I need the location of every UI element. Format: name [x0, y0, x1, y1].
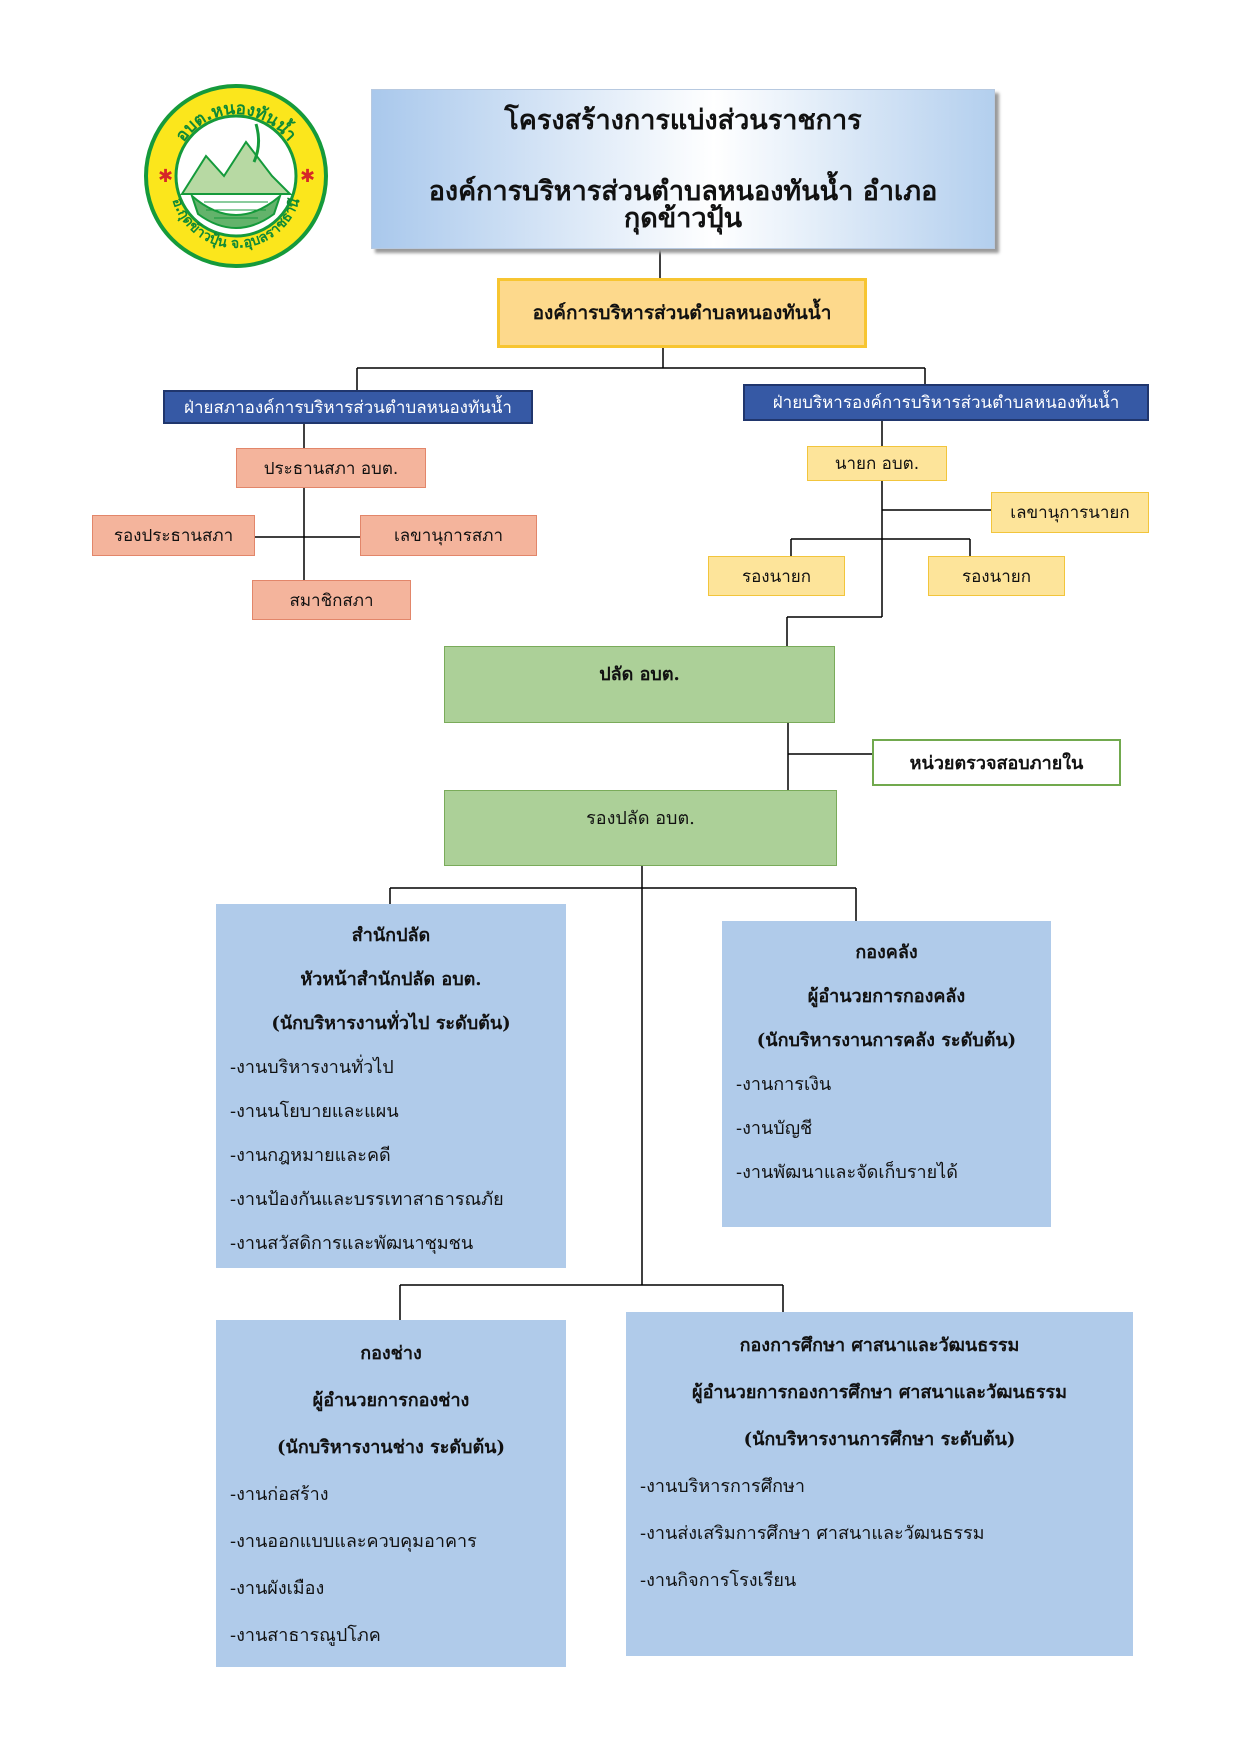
- department-task: -งานบริหารการศึกษา: [640, 1476, 805, 1497]
- council-members-node: สมาชิกสภา: [252, 580, 411, 620]
- department-office-of-palad: สำนักปลัด หัวหน้าสำนักปลัด อบต. (นักบริห…: [216, 904, 566, 1268]
- department-task: -งานสาธารณูปโภค: [230, 1625, 381, 1646]
- department-task: -งานกิจการโรงเรียน: [640, 1570, 797, 1591]
- department-head: หัวหน้าสำนักปลัด อบต.: [300, 969, 482, 990]
- title-line-1: โครงสร้างการแบ่งส่วนราชการ: [504, 104, 862, 136]
- mayor-secretary-node: เลขานุการนายก: [991, 492, 1149, 533]
- department-task: -งานส่งเสริมการศึกษา ศาสนาและวัฒนธรรม: [640, 1523, 985, 1544]
- chart-title-box: โครงสร้างการแบ่งส่วนราชการ องค์การบริหาร…: [371, 89, 995, 249]
- department-name: สำนักปลัด: [351, 925, 431, 946]
- logo-seal: ✱ ✱ อบต.หนองทันน้ำ อ.กุดข้าวปุ้น จ.อุบลร…: [144, 84, 328, 268]
- palad-node: ปลัด อบต.: [444, 646, 835, 723]
- department-task: -งานพัฒนาและจัดเก็บรายได้: [736, 1162, 958, 1183]
- department-task: -งานการเงิน: [736, 1074, 832, 1095]
- executive-header: ฝ่ายบริหารองค์การบริหารส่วนตำบลหนองทันน้…: [743, 384, 1149, 421]
- department-task: -งานสวัสดิการและพัฒนาชุมชน: [230, 1233, 474, 1254]
- department-head-level: (นักบริหารงานการศึกษา ระดับต้น): [743, 1429, 1016, 1450]
- internal-audit-node: หน่วยตรวจสอบภายใน: [872, 739, 1121, 786]
- council-header: ฝ่ายสภาองค์การบริหารส่วนตำบลหนองทันน้ำ: [163, 390, 533, 424]
- department-head: ผู้อำนวยการกองคลัง: [807, 986, 966, 1007]
- department-head-level: (นักบริหารงานทั่วไป ระดับต้น): [271, 1013, 511, 1034]
- department-name: กองคลัง: [855, 942, 918, 963]
- department-engineering: กองช่าง ผู้อำนวยการกองช่าง (นักบริหารงาน…: [216, 1320, 566, 1667]
- department-task: -งานบัญชี: [736, 1118, 813, 1139]
- title-line-2: องค์การบริหารส่วนตำบลหนองทันน้ำ อำเภอกุด…: [428, 175, 938, 234]
- department-task: -งานออกแบบและควบคุมอาคาร: [230, 1531, 477, 1552]
- deputy-palad-node: รองปลัด อบต.: [444, 790, 837, 866]
- department-finance: กองคลัง ผู้อำนวยการกองคลัง (นักบริหารงาน…: [722, 921, 1051, 1227]
- department-name: กองการศึกษา ศาสนาและวัฒนธรรม: [739, 1335, 1020, 1356]
- department-task: -งานกฎหมายและคดี: [230, 1145, 391, 1166]
- department-task: -งานนโยบายและแผน: [230, 1101, 399, 1122]
- department-task: -งานบริหารงานทั่วไป: [230, 1057, 394, 1078]
- svg-text:✱: ✱: [300, 166, 315, 187]
- department-task: -งานป้องกันและบรรเทาสาธารณภัย: [230, 1189, 504, 1210]
- council-secretary-node: เลขานุการสภา: [360, 515, 537, 556]
- deputy-mayor-left-node: รองนายก: [708, 556, 845, 596]
- council-chair-node: ประธานสภา อบต.: [236, 448, 426, 488]
- department-head: ผู้อำนวยการกองการศึกษา ศาสนาและวัฒนธรรม: [692, 1382, 1067, 1403]
- svg-text:✱: ✱: [158, 166, 173, 187]
- department-education: กองการศึกษา ศาสนาและวัฒนธรรม ผู้อำนวยการ…: [626, 1312, 1133, 1656]
- deputy-mayor-right-node: รองนายก: [928, 556, 1065, 596]
- department-head-level: (นักบริหารงานช่าง ระดับต้น): [277, 1437, 505, 1458]
- mayor-node: นายก อบต.: [807, 446, 947, 481]
- department-task: -งานผังเมือง: [230, 1578, 325, 1599]
- department-head-level: (นักบริหารงานการคลัง ระดับต้น): [756, 1030, 1017, 1051]
- department-name: กองช่าง: [360, 1343, 422, 1364]
- department-task: -งานก่อสร้าง: [230, 1484, 329, 1505]
- org-node: องค์การบริหารส่วนตำบลหนองทันน้ำ: [497, 278, 867, 348]
- council-vice-chair-node: รองประธานสภา: [92, 515, 255, 556]
- department-head: ผู้อำนวยการกองช่าง: [312, 1390, 470, 1411]
